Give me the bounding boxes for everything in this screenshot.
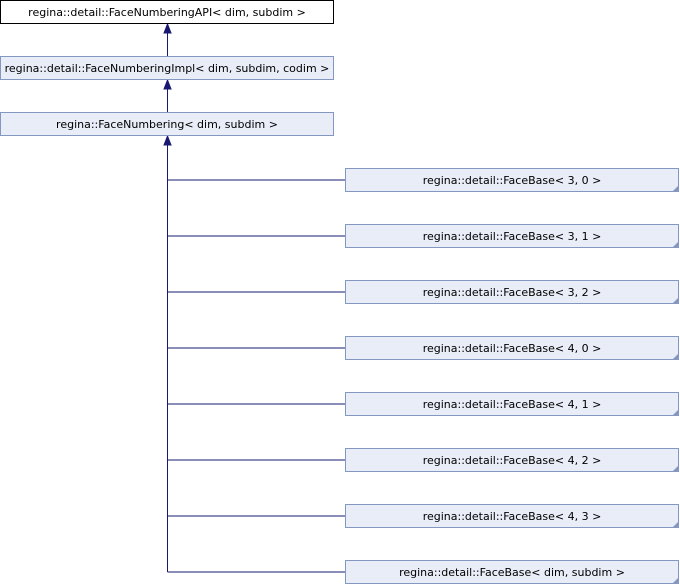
node-label: regina::detail::FaceBase< 3, 2 > bbox=[423, 286, 602, 299]
node-face-base[interactable]: regina::detail::FaceBase< 4, 3 > bbox=[345, 504, 679, 528]
fold-corner-icon bbox=[672, 577, 679, 584]
node-label: regina::detail::FaceNumberingAPI< dim, s… bbox=[28, 6, 306, 19]
fold-corner-icon bbox=[672, 409, 679, 416]
node-face-base[interactable]: regina::detail::FaceBase< dim, subdim > bbox=[345, 560, 679, 584]
node-label: regina::detail::FaceBase< 3, 1 > bbox=[423, 230, 602, 243]
node-box bbox=[0, 112, 334, 136]
node-label: regina::detail::FaceBase< 4, 0 > bbox=[423, 342, 602, 355]
node-face-numbering[interactable]: regina::FaceNumbering< dim, subdim > bbox=[0, 112, 334, 136]
fold-corner-icon bbox=[672, 465, 679, 472]
arrowhead-numbering bbox=[163, 134, 172, 146]
fold-corner-icon bbox=[672, 297, 679, 304]
arrowhead-impl bbox=[163, 78, 172, 90]
node-face-numbering-api[interactable]: regina::detail::FaceNumberingAPI< dim, s… bbox=[0, 0, 334, 24]
node-face-base[interactable]: regina::detail::FaceBase< 4, 0 > bbox=[345, 336, 679, 360]
node-box bbox=[345, 168, 679, 192]
node-label: regina::detail::FaceNumberingImpl< dim, … bbox=[5, 62, 330, 75]
node-face-base[interactable]: regina::detail::FaceBase< 4, 2 > bbox=[345, 448, 679, 472]
node-face-base[interactable]: regina::detail::FaceBase< 3, 1 > bbox=[345, 224, 679, 248]
node-face-numbering-impl[interactable]: regina::detail::FaceNumberingImpl< dim, … bbox=[0, 56, 334, 80]
node-face-base[interactable]: regina::detail::FaceBase< 3, 2 > bbox=[345, 280, 679, 304]
fold-corner-icon bbox=[672, 241, 679, 248]
node-label: regina::detail::FaceBase< 4, 1 > bbox=[423, 398, 602, 411]
derived-classes: regina::detail::FaceBase< 3, 0 >regina::… bbox=[345, 168, 679, 584]
fold-corner-icon bbox=[672, 185, 679, 192]
node-box bbox=[0, 56, 334, 80]
node-face-base[interactable]: regina::detail::FaceBase< 4, 1 > bbox=[345, 392, 679, 416]
node-label: regina::detail::FaceBase< 3, 0 > bbox=[423, 174, 602, 187]
fold-corner-icon bbox=[672, 521, 679, 528]
node-box bbox=[0, 0, 334, 24]
node-label: regina::detail::FaceBase< dim, subdim > bbox=[399, 566, 625, 579]
node-face-base[interactable]: regina::detail::FaceBase< 3, 0 > bbox=[345, 168, 679, 192]
node-box bbox=[345, 336, 679, 360]
node-box bbox=[345, 448, 679, 472]
node-label: regina::detail::FaceBase< 4, 2 > bbox=[423, 454, 602, 467]
node-box bbox=[345, 224, 679, 248]
arrowhead-api bbox=[163, 22, 172, 34]
inheritance-edges bbox=[163, 22, 346, 573]
node-label: regina::FaceNumbering< dim, subdim > bbox=[56, 118, 278, 131]
node-box bbox=[345, 392, 679, 416]
node-box bbox=[345, 280, 679, 304]
fold-corner-icon bbox=[672, 353, 679, 360]
node-box bbox=[345, 504, 679, 528]
node-label: regina::detail::FaceBase< 4, 3 > bbox=[423, 510, 602, 523]
